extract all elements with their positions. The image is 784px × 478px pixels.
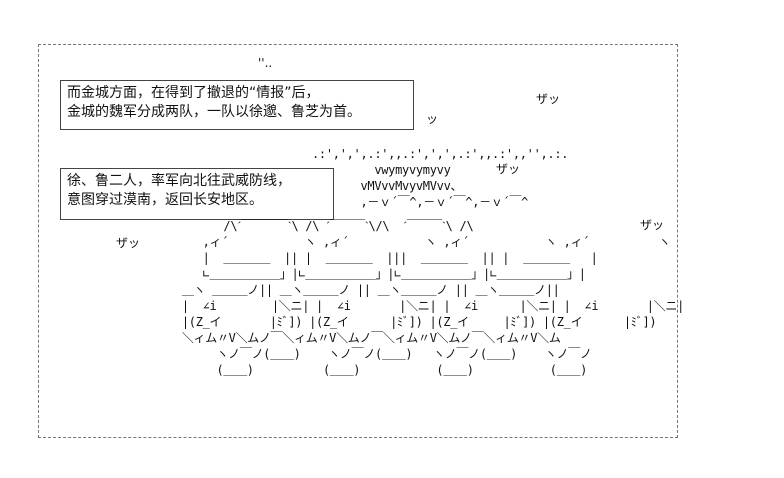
scene-frame — [38, 44, 678, 438]
zatsu-sfx-4: ザッ — [116, 236, 141, 250]
narration-2-line-1: 徐、鲁二人，率军向北往武威防线， — [67, 173, 291, 189]
narration-1-line-2: 金城的魏军分成两队，一队以徐邈、鲁芝为首。 — [67, 104, 361, 120]
soldiers-ascii-art: /\ˊ￣￣￣￣ˋ\ /\ ˊ￣￣￣ˋ\/\ ˊ￣￣￣ˋ\ /\ ,ィ´ ヽ ,ィ… — [181, 219, 685, 377]
top-dots-sfx: ''.. — [258, 56, 273, 70]
zatsu-sfx-1: ザッ — [536, 92, 561, 106]
banner-ascii-art: .:',',',.:',,.:',',',.:',,.:',,'',.:. vw… — [312, 147, 569, 209]
narration-1-line-1: 而金城方面，在得到了撤退的“情报”后， — [67, 85, 320, 101]
narration-box-1: 而金城方面，在得到了撤退的“情报”后， 金城的魏军分成两队，一队以徐邈、鲁芝为首… — [60, 80, 414, 130]
zatsu-sfx-3: ザッ — [640, 218, 665, 232]
tsu-sfx: ッ — [426, 112, 439, 126]
narration-box-2: 徐、鲁二人，率军向北往武威防线， 意图穿过漠南，返回长安地区。 — [60, 168, 334, 220]
narration-2-line-2: 意图穿过漠南，返回长安地区。 — [67, 192, 263, 208]
zatsu-sfx-2: ザッ — [496, 162, 521, 176]
